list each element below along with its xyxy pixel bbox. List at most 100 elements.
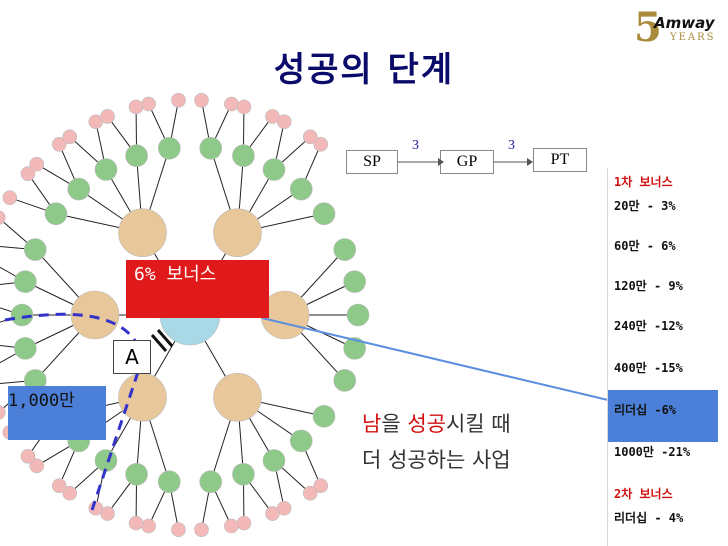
pink-node xyxy=(62,485,78,501)
green-node xyxy=(312,202,336,226)
pink-node xyxy=(2,190,18,205)
green-node xyxy=(232,462,255,486)
logo-five: 5 xyxy=(634,4,662,51)
stage-arrows xyxy=(398,158,533,166)
green-node xyxy=(199,136,223,160)
pink-node xyxy=(171,93,186,108)
green-node xyxy=(157,470,181,494)
tan-node xyxy=(118,208,167,258)
green-node xyxy=(199,470,223,494)
bonus-sidebar: 1차 보너스 20만 - 3% 60만 - 6% 120만 - 9% 240만 … xyxy=(607,168,718,546)
pink-node xyxy=(194,522,209,537)
pink-node xyxy=(302,129,318,145)
pink-node xyxy=(20,166,36,181)
green-node xyxy=(289,177,313,201)
pink-node xyxy=(276,114,292,130)
tan-node xyxy=(213,372,262,422)
pink-node xyxy=(51,478,67,493)
green-node xyxy=(262,449,286,472)
pink-node xyxy=(171,522,186,537)
tagline-line-1: 남을 성공시킬 때 xyxy=(362,406,602,442)
dashed-boundary-line xyxy=(90,371,140,511)
green-node xyxy=(343,337,366,360)
label-a: A xyxy=(113,340,151,374)
green-node xyxy=(67,177,91,201)
pink-node xyxy=(20,449,36,464)
stage-sp: SP xyxy=(346,150,398,174)
pink-node xyxy=(265,506,280,521)
green-node xyxy=(333,238,357,261)
label-1000-man: 1,000만 xyxy=(8,386,106,440)
pink-node xyxy=(0,210,6,225)
green-node xyxy=(14,337,37,360)
green-node xyxy=(94,449,118,472)
green-node xyxy=(44,202,68,226)
stage-gp: GP xyxy=(440,150,494,174)
stage-step-1: 3 xyxy=(412,138,419,153)
tan-node xyxy=(213,208,262,258)
pink-node xyxy=(224,518,239,534)
tagline: 남을 성공시킬 때 더 성공하는 사업 xyxy=(362,406,602,478)
green-node xyxy=(333,369,357,392)
green-node xyxy=(157,136,181,160)
pink-node xyxy=(194,93,209,108)
green-node xyxy=(125,462,148,486)
stage-step-2: 3 xyxy=(508,138,515,153)
green-node xyxy=(343,270,366,293)
green-node xyxy=(125,144,148,168)
green-node xyxy=(14,270,37,293)
page-title: 성공의 단계 xyxy=(273,50,455,90)
green-node xyxy=(23,238,47,261)
green-node xyxy=(346,303,370,327)
tan-node xyxy=(118,372,167,422)
bonus-item: 240만 -12% xyxy=(614,319,683,333)
leadership-item-2: 리더십 - 4% xyxy=(614,511,684,525)
logo-years: YEARS xyxy=(670,32,716,43)
bonus-item: 60만 - 6% xyxy=(614,239,676,253)
green-node xyxy=(94,158,118,181)
pink-node xyxy=(313,478,329,493)
green-node xyxy=(289,429,313,453)
tagline-highlight-success: 성공 xyxy=(407,412,446,436)
logo-brand: Amway xyxy=(654,14,715,32)
pink-node xyxy=(141,518,156,534)
pink-node xyxy=(29,458,45,474)
stage-pt: PT xyxy=(533,148,587,172)
amway-50-years-logo: 5 Amway YEARS xyxy=(630,6,722,50)
pink-node xyxy=(302,485,318,501)
bonus-item-1000: 1000만 -21% xyxy=(614,445,691,459)
pink-node xyxy=(29,156,45,172)
pointer-line xyxy=(261,317,609,401)
pink-node xyxy=(128,99,144,115)
tan-node xyxy=(70,290,120,340)
pink-node xyxy=(313,137,329,152)
pink-node xyxy=(51,137,67,152)
break-mark-2 xyxy=(156,329,174,347)
first-bonus-heading: 1차 보너스 xyxy=(614,175,673,189)
bonus-item: 400만 -15% xyxy=(614,361,683,375)
green-node xyxy=(262,158,286,181)
break-mark-1 xyxy=(150,334,168,352)
pink-node xyxy=(224,96,239,112)
bonus-item: 20만 - 3% xyxy=(614,199,676,213)
bonus-item: 120만 - 9% xyxy=(614,279,683,293)
green-node xyxy=(10,303,34,327)
pink-node xyxy=(236,99,252,115)
leadership-item: 리더십 -6% xyxy=(614,403,677,417)
tagline-text: 을 xyxy=(381,412,408,436)
tagline-text: 시킬 때 xyxy=(445,412,511,436)
pink-node xyxy=(62,129,78,145)
green-node xyxy=(312,404,336,428)
bonus-6-percent-box: 6% 보너스 xyxy=(126,260,269,318)
pink-node xyxy=(141,96,156,112)
tagline-highlight-nam: 남 xyxy=(362,412,382,436)
pink-node xyxy=(0,405,6,420)
second-bonus-heading: 2차 보너스 xyxy=(614,487,673,501)
leadership-highlight xyxy=(608,390,718,442)
pink-node xyxy=(236,515,252,531)
tagline-line-2: 더 성공하는 사업 xyxy=(362,448,511,472)
dashed-boundary-arc xyxy=(4,312,142,351)
green-node xyxy=(232,144,255,168)
pink-node xyxy=(128,515,144,531)
